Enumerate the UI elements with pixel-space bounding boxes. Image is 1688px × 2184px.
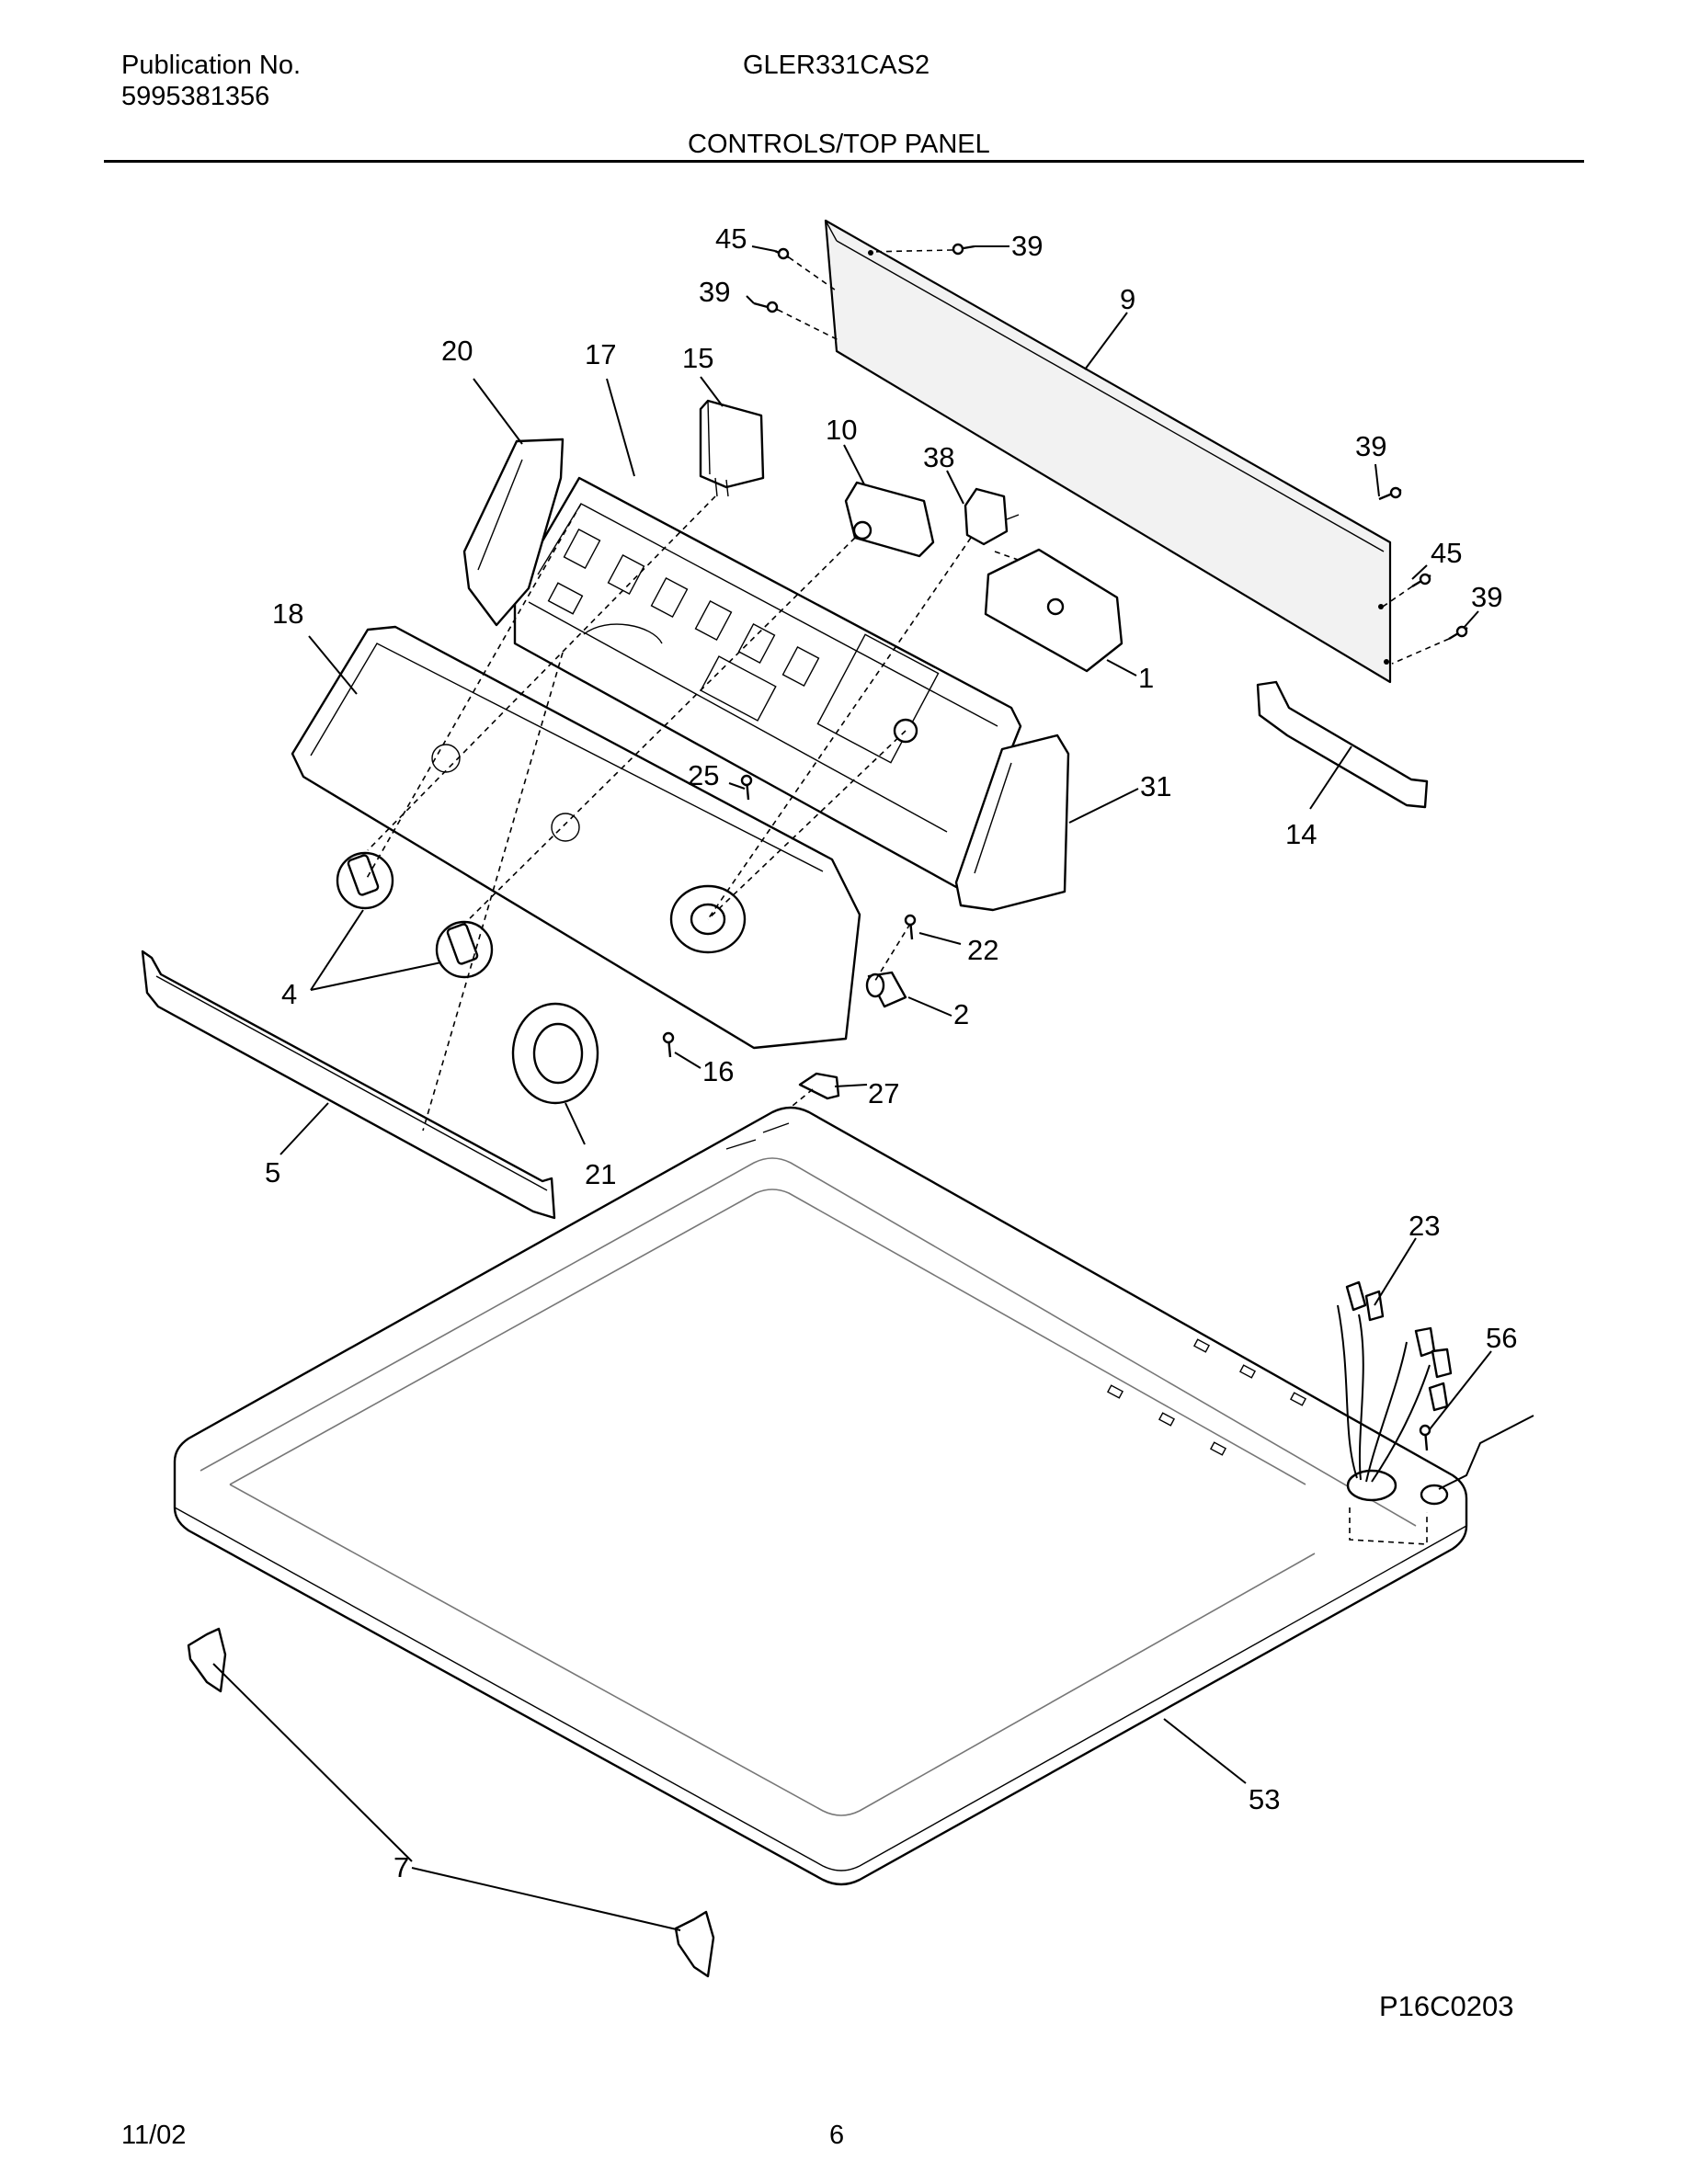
part-10-switch	[844, 481, 935, 558]
callout-numbers: 45 39 39 9 20 17 15 10 38 39 45 39 1 18 …	[265, 222, 1517, 1883]
callout-16: 16	[702, 1055, 734, 1087]
screws-small	[662, 774, 917, 1058]
section-title: CONTROLS/TOP PANEL	[688, 130, 990, 159]
part-27-clip	[798, 1072, 840, 1100]
callout-53: 53	[1249, 1783, 1280, 1815]
part-9-rear-panel	[824, 219, 1392, 684]
callout-39-right-lower: 39	[1471, 581, 1502, 613]
callout-18: 18	[272, 597, 303, 630]
callout-1: 1	[1138, 662, 1154, 694]
part-31-right-end-cap	[954, 734, 1070, 912]
footer-date: 11/02	[121, 2121, 187, 2150]
assembly-lines	[365, 495, 972, 1168]
callout-25: 25	[688, 759, 719, 791]
callout-39-top-left: 39	[699, 276, 730, 308]
part-15-timer	[699, 399, 765, 497]
part-20-left-end-cap	[462, 438, 565, 627]
callout-14: 14	[1285, 818, 1317, 850]
header-rule	[104, 160, 1584, 163]
callout-10: 10	[826, 414, 857, 446]
callout-15: 15	[682, 342, 713, 374]
callout-2: 2	[953, 998, 969, 1030]
leader-lines	[212, 245, 1492, 1931]
callout-31: 31	[1140, 770, 1171, 802]
part-1-module	[984, 548, 1123, 673]
callout-7: 7	[393, 1851, 409, 1883]
callout-17: 17	[585, 338, 616, 370]
part-2-cap	[865, 971, 907, 1008]
callout-39-right: 39	[1355, 430, 1386, 462]
part-56-screw	[1419, 1424, 1431, 1451]
callout-5: 5	[265, 1156, 280, 1189]
screws-top	[753, 243, 1468, 665]
callout-4: 4	[281, 978, 297, 1010]
publication-number: 5995381356	[121, 82, 270, 111]
page-number: 6	[829, 2121, 845, 2150]
part-4-knobs	[336, 851, 494, 979]
callout-20: 20	[441, 335, 473, 367]
part-5-trim-strip	[141, 950, 556, 1220]
callout-38: 38	[923, 441, 954, 473]
part-53-top-panel	[173, 1106, 1468, 1886]
callout-23: 23	[1409, 1210, 1440, 1242]
callout-27: 27	[868, 1077, 899, 1109]
callout-39-top-right: 39	[1011, 230, 1043, 262]
part-21-selector-ring	[511, 1002, 599, 1105]
callout-45-top: 45	[715, 222, 747, 255]
part-18-panel-overlay	[291, 625, 861, 1050]
part-14-bracket	[1256, 680, 1429, 809]
part-38-switch	[964, 487, 1020, 546]
callout-56: 56	[1486, 1322, 1517, 1354]
drawing-code: P16C0203	[1379, 1990, 1514, 2022]
callout-21: 21	[585, 1158, 616, 1190]
callout-45-right: 45	[1431, 537, 1462, 569]
model-number: GLER331CAS2	[743, 51, 930, 80]
callout-22: 22	[967, 934, 998, 966]
callout-9: 9	[1120, 283, 1135, 315]
publication-label: Publication No.	[121, 51, 302, 80]
part-7-hinge-brackets	[187, 1627, 715, 1978]
